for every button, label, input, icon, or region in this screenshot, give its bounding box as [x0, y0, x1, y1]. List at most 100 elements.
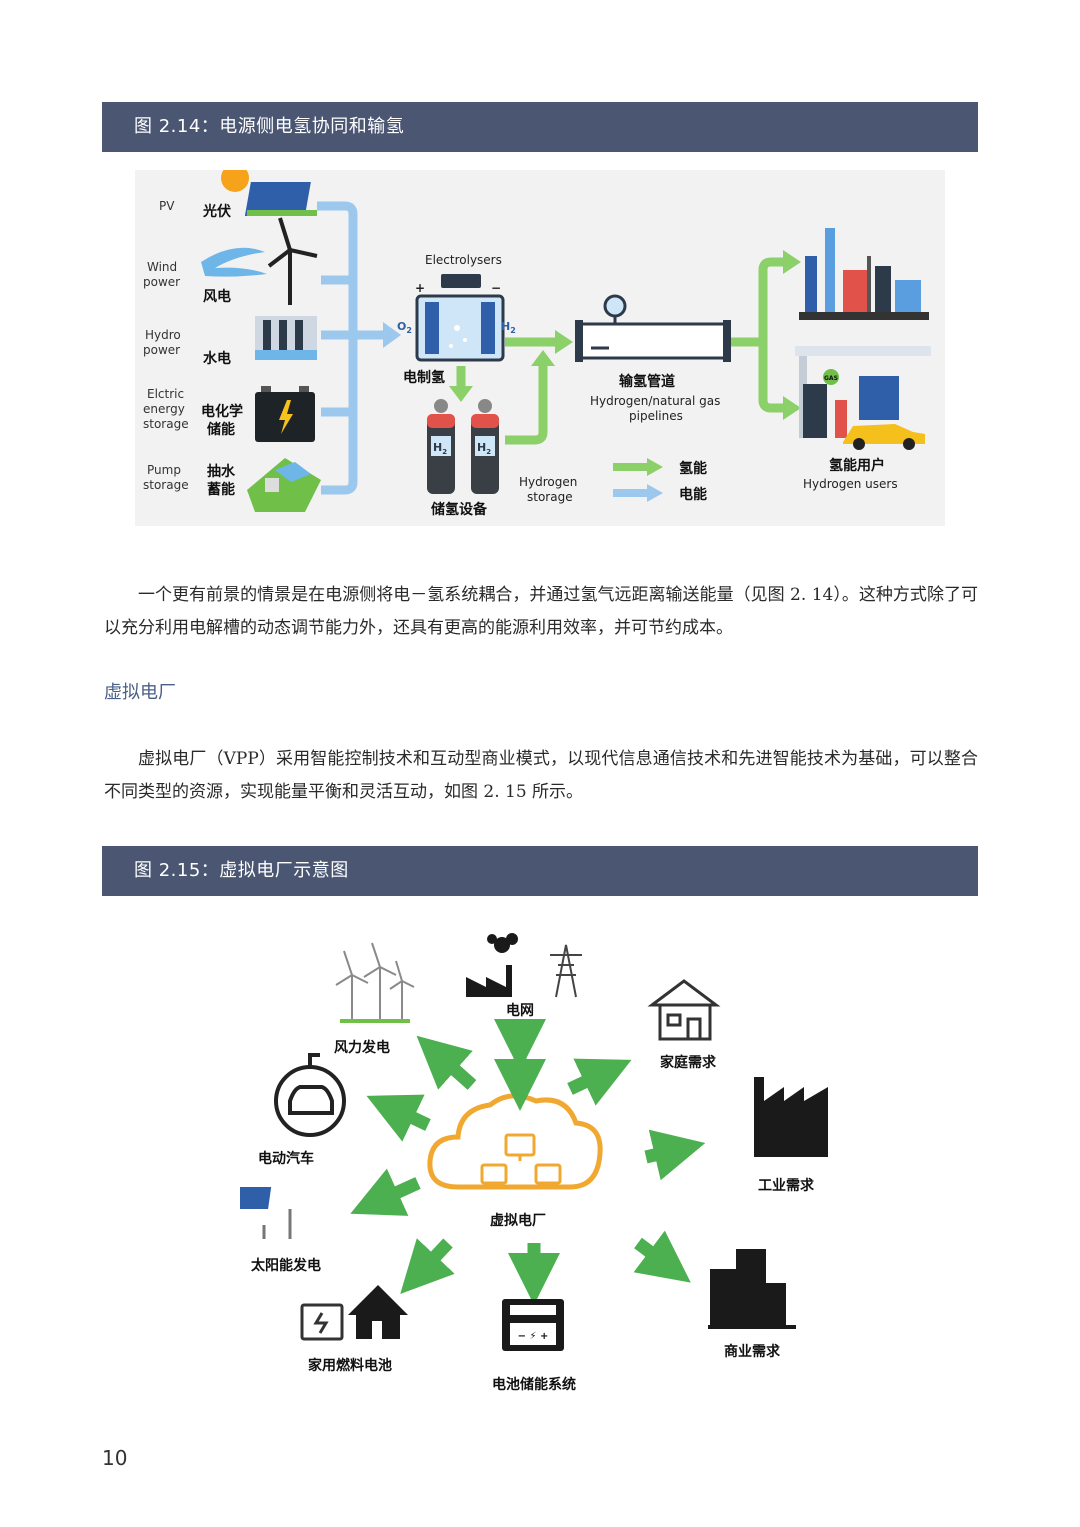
svg-text:虚拟电厂: 虚拟电厂: [490, 1212, 546, 1229]
node-wind: 风力发电: [334, 942, 415, 1056]
svg-text:光伏: 光伏: [202, 203, 231, 220]
house-icon: [647, 979, 721, 1041]
svg-text:Wind: Wind: [147, 260, 177, 274]
sun-icon: [221, 170, 249, 192]
battery-storage-icon: − ⚡ +: [502, 1299, 564, 1351]
svg-text:Hydrogen/natural gas: Hydrogen/natural gas: [590, 394, 720, 408]
svg-text:Hydrogen: Hydrogen: [519, 475, 577, 489]
svg-text:PV: PV: [159, 199, 175, 213]
source-hydro: Hydro power 水电: [143, 316, 317, 367]
svg-text:家用燃料电池: 家用燃料电池: [308, 1357, 392, 1374]
section-heading-vpp: 虚拟电厂: [104, 682, 176, 703]
electrolyser: Electrolysers + − O2 H2 电制氢: [397, 253, 516, 386]
virtual-power-plant-diagram: 虚拟电厂 电网 风力发电: [240, 933, 828, 1393]
computer-icon: [480, 1133, 562, 1185]
power-plant-icon: [466, 933, 518, 997]
factory-icon: [754, 1077, 828, 1157]
factory-icon: [799, 228, 929, 320]
svg-text:storage: storage: [527, 490, 573, 504]
svg-text:storage: storage: [143, 478, 189, 492]
pump-storage-icon: [247, 458, 321, 512]
vpp-center: 虚拟电厂: [427, 1093, 603, 1229]
svg-text:风力发电: 风力发电: [334, 1039, 390, 1056]
pipeline: 输氢管道 Hydrogen/natural gas pipelines: [575, 294, 731, 423]
wind-turbine-icon: [335, 942, 415, 1021]
office-building-icon: [708, 1249, 796, 1329]
svg-text:+: +: [415, 281, 425, 295]
svg-text:风电: 风电: [203, 288, 231, 305]
solar-panel-icon: [244, 182, 317, 216]
svg-text:电动汽车: 电动汽车: [258, 1150, 314, 1167]
hydrogen-users: GAS 氢能用户 Hydrogen users: [795, 228, 931, 491]
gas-station-icon: GAS: [795, 346, 931, 438]
node-ev: 电动汽车: [258, 1053, 346, 1167]
svg-text:Hydro: Hydro: [145, 328, 181, 342]
svg-text:Electrolysers: Electrolysers: [425, 253, 502, 267]
paragraph-hydrogen: 一个更有前景的情景是在电源侧将电－氢系统耦合，并通过氢气远距离输送能量（见图 2…: [104, 585, 978, 638]
svg-text:Elctric: Elctric: [147, 387, 184, 401]
svg-text:H2: H2: [501, 320, 516, 335]
svg-text:power: power: [143, 275, 180, 289]
source-pv: PV 光伏: [159, 170, 317, 220]
svg-text:H2: H2: [477, 441, 491, 456]
hydrogen-storage: H2 H2 储氢设备 Hydrogen storage: [427, 399, 577, 518]
gas-cylinder-icon: H2: [471, 399, 499, 494]
node-commercial: 商业需求: [708, 1249, 796, 1360]
svg-text:商业需求: 商业需求: [724, 1343, 781, 1360]
svg-text:O2: O2: [397, 320, 412, 335]
svg-text:太阳能发电: 太阳能发电: [251, 1257, 321, 1274]
electric-car-icon: [274, 1053, 346, 1137]
figure-2-15-caption: 图 2.15：虚拟电厂示意图: [102, 846, 978, 896]
svg-text:电网: 电网: [506, 1002, 534, 1019]
svg-text:水电: 水电: [203, 350, 231, 367]
transmission-tower-icon: [550, 944, 582, 998]
svg-text:pipelines: pipelines: [629, 409, 683, 423]
hydrogen-synergy-diagram: PV 光伏 Wind power 风电 Hydro power 水电: [135, 170, 945, 526]
vpp-arrows: [350, 1019, 706, 1305]
svg-text:Pump: Pump: [147, 463, 181, 477]
node-industrial: 工业需求: [754, 1077, 828, 1194]
house-icon: [348, 1285, 408, 1339]
svg-text:电制氢: 电制氢: [403, 369, 445, 386]
svg-text:输氢管道: 输氢管道: [619, 373, 675, 390]
gas-cylinder-icon: H2: [427, 399, 455, 494]
svg-text:power: power: [143, 343, 180, 357]
node-household: 家庭需求: [647, 979, 721, 1071]
dam-icon: [255, 316, 317, 360]
svg-text:氢能: 氢能: [679, 460, 707, 477]
car-icon: [843, 424, 925, 450]
battery-icon: [300, 1303, 344, 1341]
wind-turbine-icon: [267, 217, 318, 305]
blue-arrow-head: [383, 322, 401, 348]
node-battery-storage: − ⚡ + 电池储能系统: [492, 1299, 576, 1393]
legend: 氢能 电能: [613, 458, 707, 503]
svg-text:storage: storage: [143, 417, 189, 431]
svg-text:家庭需求: 家庭需求: [660, 1054, 717, 1071]
svg-text:GAS: GAS: [824, 375, 838, 382]
svg-text:− ⚡ +: − ⚡ +: [518, 1331, 549, 1342]
paragraph-vpp: 虚拟电厂（VPP）采用智能控制技术和互动型商业模式，以现代信息通信技术和先进智能…: [104, 749, 978, 802]
page-number: 10: [102, 1446, 128, 1470]
svg-text:储能: 储能: [206, 421, 235, 438]
svg-text:电化学: 电化学: [201, 403, 243, 420]
pressure-gauge-icon: [603, 294, 627, 318]
svg-text:Hydrogen users: Hydrogen users: [803, 477, 898, 491]
source-storage: Elctric energy storage 电化学 储能: [143, 386, 315, 442]
svg-text:电池储能系统: 电池储能系统: [492, 1376, 576, 1393]
source-pump: Pump storage 抽水 蓄能: [143, 458, 321, 512]
source-wind: Wind power 风电: [143, 217, 318, 305]
wind-swirl-icon: [201, 247, 267, 277]
svg-text:−: −: [491, 281, 501, 295]
battery-icon: [255, 386, 315, 442]
node-fuel-cell: 家用燃料电池: [300, 1285, 408, 1374]
svg-text:H2: H2: [433, 441, 447, 456]
node-solar: 太阳能发电: [240, 1187, 321, 1274]
solar-panel-icon: [240, 1187, 292, 1239]
figure-2-14-caption: 图 2.14：电源侧电氢协同和输氢: [102, 102, 978, 152]
svg-text:抽水: 抽水: [207, 463, 236, 480]
electric-bus: [317, 201, 401, 495]
svg-text:energy: energy: [143, 402, 185, 416]
svg-text:蓄能: 蓄能: [207, 481, 235, 498]
cloud-icon: [427, 1093, 603, 1190]
hydrogen-flows: [449, 250, 801, 445]
